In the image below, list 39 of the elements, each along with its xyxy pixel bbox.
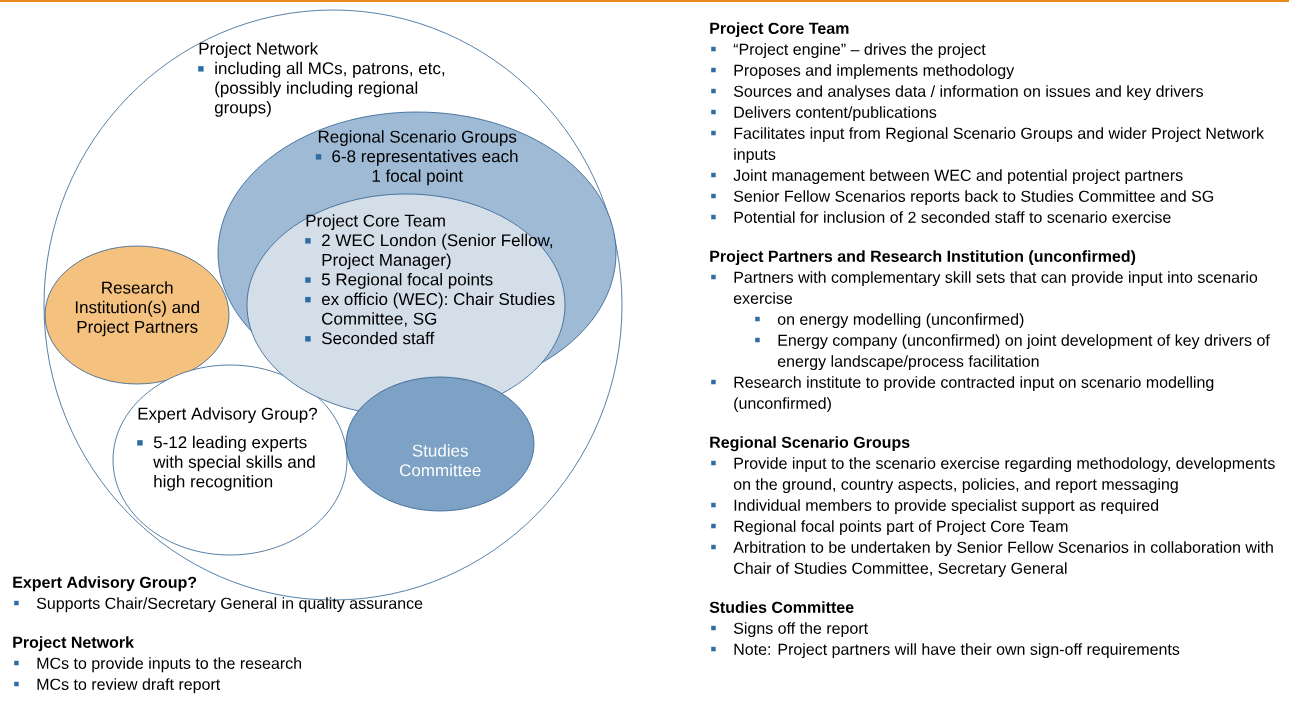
bullet-item: 5-12 leading experts with special skills and high recognition	[137, 435, 315, 491]
bullet-item: Facilitates input from Regional Scenario Groups and wider Project Network inputs	[711, 127, 1265, 164]
bullet-item: 5 Regional focal points	[305, 273, 493, 289]
bullet-item: Individual members to provide specialist support as required	[711, 499, 1159, 515]
bullet-item: MCs to review draft report	[14, 678, 221, 694]
sub-bullet-item: on energy modelling (unconfirmed)	[755, 313, 1024, 329]
bullet-item: Signs off the report	[711, 622, 868, 638]
bullet-item: including all MCs, patrons, etc, (possibly including regional groups)	[198, 61, 445, 117]
bullet-item: Potential for inclusion of 2 seconded staff to scenario exercise	[711, 211, 1171, 223]
bullet-item: Senior Fellow Scenarios reports back to Studies Committee and SG	[711, 190, 1214, 206]
bullet-item: ex officio (WEC): Chair Studies Committee, SG	[305, 292, 555, 327]
section-heading: Expert Advisory Group?	[13, 576, 197, 592]
bullet-item: Supports Chair/Secretary General in quality assurance	[14, 597, 423, 613]
bullet-item: Arbitration to be undertaken by Senior Fellow Scenarios in collaboration with Chair of Studies Committee, Secretary General	[711, 541, 1273, 578]
bullet-item: Provide input to the scenario exercise regarding methodology, developments on the ground, country aspects, policies, and report messaging	[711, 457, 1275, 494]
ellipse-label: Research Institution(s) and Project Partners	[75, 281, 199, 337]
bullet-item: Joint management between WEC and potential project partners	[711, 169, 1183, 185]
section-heading: Project Core Team	[710, 22, 849, 38]
bullet-item: Proposes and implements methodology	[711, 64, 1015, 80]
ellipse-heading: Regional Scenario Groups	[318, 130, 517, 147]
ellipse-label: Studies Committee	[400, 444, 481, 477]
bullet-item: 2 WEC London (Senior Fellow, Project Manager)	[305, 233, 553, 270]
bullet-item: “Project engine” – drives the project	[711, 43, 986, 59]
ellipse-heading: Project Network	[199, 42, 319, 59]
section-heading: Regional Scenario Groups	[710, 436, 910, 452]
ellipse-heading: Expert Advisory Group?	[138, 407, 317, 424]
section-heading: Studies Committee	[709, 601, 854, 613]
bullet-item: 6-8 representatives each 1 focal point	[315, 149, 518, 186]
bullet-item: MCs to provide inputs to the research	[14, 657, 302, 673]
bullet-item: Sources and analyses data / information on issues and key drivers	[711, 85, 1204, 101]
bullet-item: Note: Project partners will have their own sign-off requirements	[711, 643, 1180, 659]
bullet-item: Seconded staff	[305, 331, 435, 345]
ellipse-heading: Project Core Team	[306, 214, 445, 231]
section-heading: Project Partners and Research Institution (unconfirmed)	[710, 250, 1136, 266]
section-heading: Project Network	[13, 636, 134, 652]
bullet-item: Delivers content/publications	[711, 106, 937, 122]
bullet-item: Regional focal points part of Project Core Team	[711, 520, 1068, 536]
sub-bullet-item: Energy company (unconfirmed) on joint development of key drivers of energy landscape/process facilitation	[755, 334, 1270, 371]
bullet-item: Research institute to provide contracted input on scenario modelling (unconfirmed)	[711, 376, 1214, 413]
